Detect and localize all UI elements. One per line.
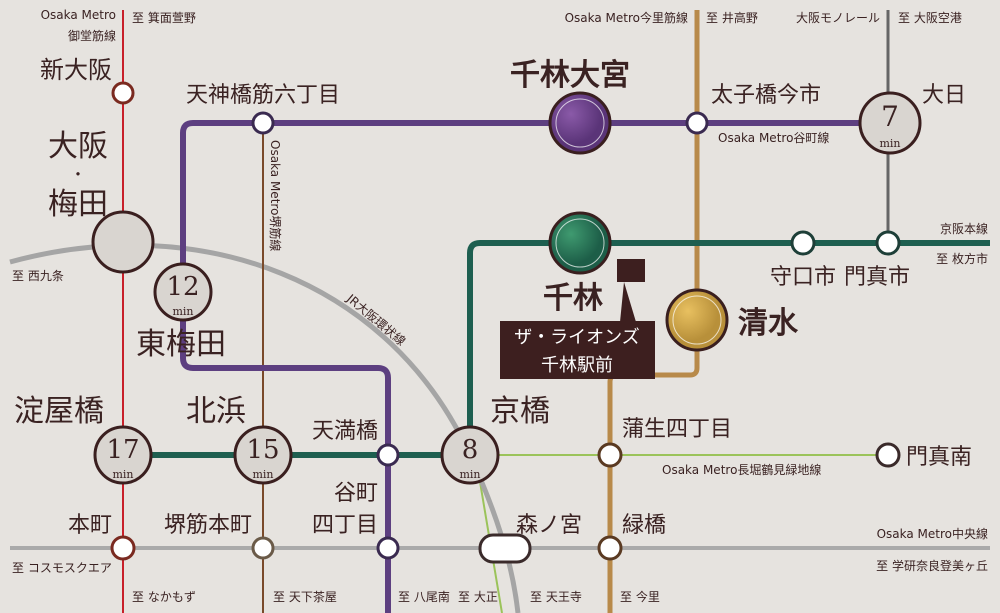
- label-sembayashi: 千林: [543, 281, 603, 316]
- label-yodoyabashi: 淀屋橋: [14, 394, 104, 429]
- min-label: min: [112, 468, 133, 481]
- min-label: min: [172, 305, 193, 318]
- label-honmachi: 本町: [68, 513, 112, 538]
- station-morinomiya[interactable]: [478, 533, 532, 564]
- property-marker: [617, 259, 645, 282]
- dir-imazatosuji-n: 至 井高野: [706, 10, 758, 25]
- line-label-midosuji: Osaka Metro: [41, 8, 116, 22]
- label-kadoma: 門真市: [844, 265, 910, 290]
- line-label-tanimachi: Osaka Metro谷町線: [718, 130, 829, 145]
- time-higashi-umeda: 12: [166, 272, 199, 302]
- dir-monorail-n: 至 大阪空港: [898, 11, 962, 25]
- dir-midosuji-s: 至 なかもず: [132, 590, 196, 604]
- line-label-midosuji-2: 御堂筋線: [68, 28, 116, 43]
- label-osaka: 大阪: [48, 129, 108, 164]
- label-tanimachi4-b: 四丁目: [312, 513, 378, 538]
- label-sembayashi-omiya: 千林大宮: [510, 58, 630, 93]
- label-shimizu: 清水: [738, 306, 799, 341]
- time-yodoyabashi: 17: [106, 435, 139, 465]
- property-pointer: [620, 282, 636, 322]
- dir-jr-w: 至 西九条: [12, 269, 64, 283]
- label-moriguchi: 守口市: [770, 265, 836, 290]
- dir-sakaisuji-s: 至 天下茶屋: [273, 589, 337, 604]
- time-kyobashi: 8: [462, 435, 479, 465]
- label-umeda: 梅田: [48, 187, 108, 222]
- station-kadoma[interactable]: [875, 230, 901, 256]
- label-kitahama: 北浜: [186, 394, 246, 429]
- dir-tanimachi-s: 至 八尾南: [398, 589, 450, 604]
- station-dainichi[interactable]: [858, 91, 922, 155]
- label-kadoma-minami: 門真南: [906, 445, 972, 470]
- station-shimizu[interactable]: [665, 288, 729, 352]
- station-kyobashi[interactable]: [440, 425, 500, 485]
- dir-chuo-w: 至 コスモスクエア: [12, 561, 112, 575]
- dir-jr-s1: 至 大正: [458, 590, 498, 604]
- station-shin-osaka[interactable]: [111, 81, 135, 105]
- dir-chuo-e: 至 学研奈良登美ヶ丘: [876, 558, 988, 573]
- station-gamo[interactable]: [597, 442, 623, 468]
- station-sakaisuji-honmachi[interactable]: [251, 536, 275, 560]
- station-kitahama[interactable]: [233, 425, 293, 485]
- station-umeda[interactable]: [91, 210, 155, 274]
- keihan-line: [123, 240, 990, 458]
- label-gamo: 蒲生四丁目: [622, 417, 732, 442]
- label-taishibashi: 太子橋今市: [711, 83, 821, 108]
- time-kitahama: 15: [246, 435, 279, 465]
- label-kyobashi: 京橋: [490, 394, 550, 429]
- station-higashi-umeda[interactable]: [153, 262, 213, 322]
- label-dot: ・: [70, 165, 86, 184]
- line-label-chuo: Osaka Metro中央線: [877, 526, 988, 541]
- station-sembayashi[interactable]: [548, 211, 612, 275]
- label-shin-osaka: 新大阪: [40, 56, 112, 84]
- station-sembayashi-omiya[interactable]: [548, 91, 612, 155]
- property-name-1: ザ・ライオンズ: [514, 327, 640, 348]
- line-label-keihan: 京阪本線: [940, 221, 988, 236]
- line-label-sakaisuji: Osaka Metro堺筋線: [268, 140, 283, 251]
- property-name-2: 千林駅前: [541, 355, 613, 376]
- tanimachi-line: [180, 120, 890, 613]
- station-tenjinbashi[interactable]: [251, 111, 275, 135]
- label-midoribashi: 緑橋: [622, 513, 666, 538]
- label-temmabashi: 天満橋: [312, 419, 378, 444]
- dir-jr-s2: 至 天王寺: [530, 590, 582, 604]
- station-temmabashi[interactable]: [376, 443, 400, 467]
- line-label-nagahori: Osaka Metro長堀鶴見緑地線: [662, 462, 821, 477]
- label-sakaisuji-honmachi: 堺筋本町: [164, 513, 252, 538]
- min-label: min: [459, 468, 480, 481]
- station-taishibashi[interactable]: [685, 111, 709, 135]
- station-midoribashi[interactable]: [597, 535, 623, 561]
- time-dainichi: 7: [881, 100, 899, 133]
- station-moriguchi[interactable]: [790, 230, 816, 256]
- label-tenjinbashi: 天神橋筋六丁目: [186, 83, 340, 108]
- line-label-imazatosuji: Osaka Metro今里筋線: [565, 10, 688, 25]
- line-label-monorail: 大阪モノレール: [796, 11, 880, 25]
- station-tanimachi4[interactable]: [376, 536, 400, 560]
- label-dainichi: 大日: [922, 83, 966, 108]
- dir-keihan: 至 枚方市: [936, 251, 988, 266]
- dir-imazatosuji-s: 至 今里: [620, 589, 660, 604]
- property-label-box[interactable]: [500, 321, 655, 379]
- label-higashi-umeda: 東梅田: [136, 327, 226, 362]
- label-morinomiya: 森ノ宮: [516, 513, 582, 538]
- station-honmachi[interactable]: [110, 535, 136, 561]
- min-label: min: [879, 137, 900, 150]
- dir-midosuji-n: 至 箕面萱野: [132, 11, 196, 25]
- label-tanimachi4-a: 谷町: [334, 481, 378, 506]
- min-label: min: [252, 468, 273, 481]
- station-kadoma-minami[interactable]: [875, 442, 901, 468]
- station-yodoyabashi[interactable]: [93, 425, 153, 485]
